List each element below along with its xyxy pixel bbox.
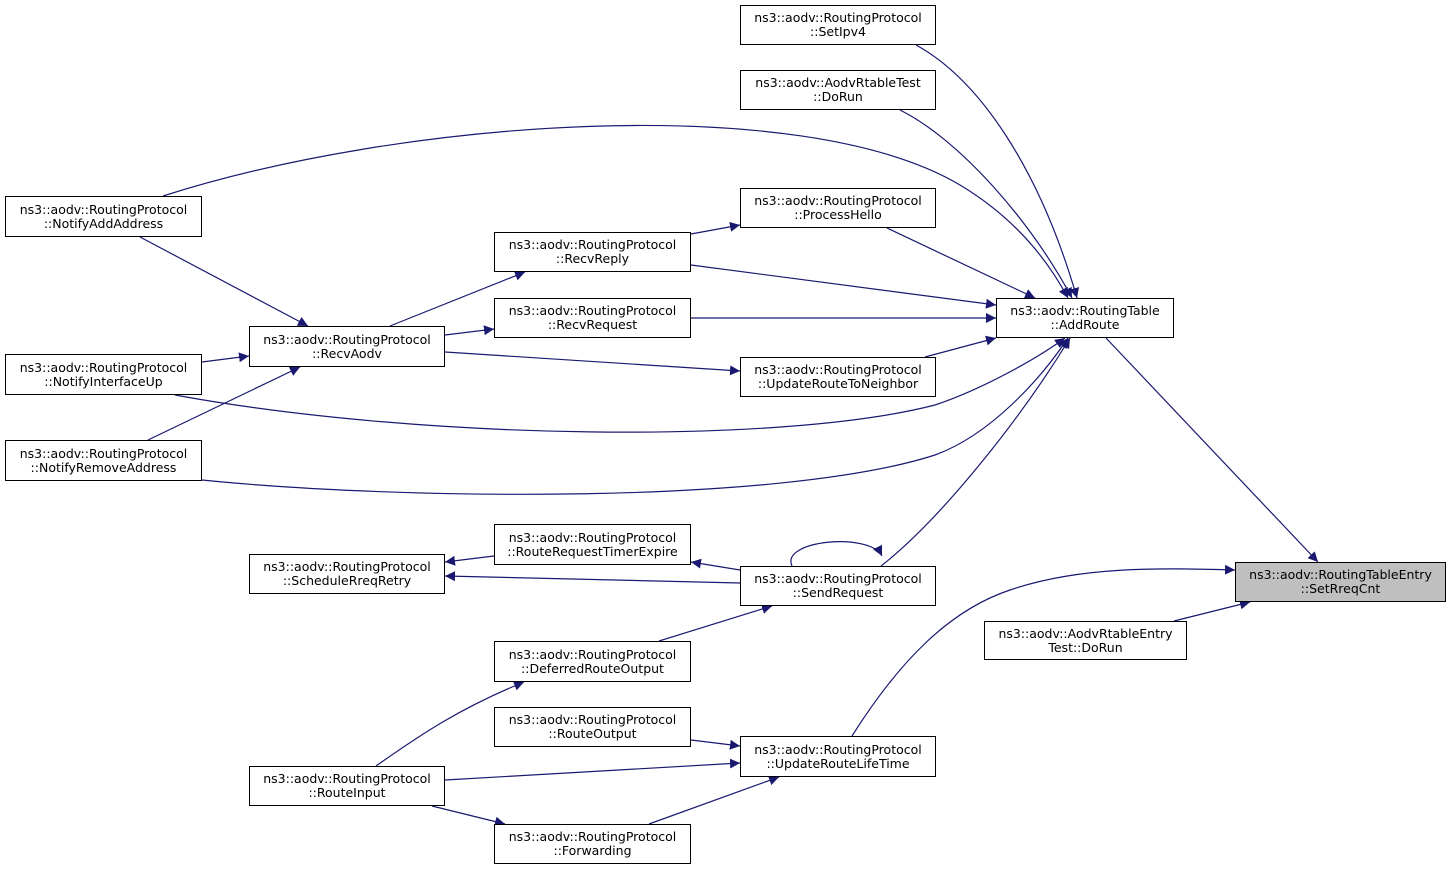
edge-notifyremoveaddress-to-recvaodv [147,366,301,441]
node-line2: ::AddRoute [1050,317,1120,332]
node-rtable-entry-test-dorun[interactable]: ns3::aodv::AodvRtableEntry Test::DoRun [984,621,1187,660]
edge-notifyaddaddress-to-addroute [162,124,1069,299]
node-line2: ::DeferredRouteOutput [521,660,664,676]
node-line1: ns3::aodv::AodvRtableEntry [998,625,1173,641]
edge-updateroutetoneighbor-to-addroute [924,335,997,358]
node-line1: ns3::aodv::RoutingProtocol [508,829,677,844]
node-line1: ns3::aodv::RoutingProtocol [263,559,431,574]
edge-forwarding-to-updateroutelifetime [648,775,780,825]
edge-notifyaddaddress-to-recvaodv [139,236,309,327]
edge-routeinput-to-updateroutelifetime [444,758,741,781]
node-line1: ns3::aodv::RoutingProtocol [263,331,431,347]
node-line1: ns3::aodv::RoutingProtocol [19,359,188,375]
edge-rtableentrytest-to-setrreqcnt [1173,599,1251,622]
node-process-hello[interactable]: ns3::aodv::RoutingProtocol ::ProcessHell… [740,188,936,228]
node-line2: ::NotifyRemoveAddress [30,459,177,475]
node-route-output[interactable]: ns3::aodv::RoutingProtocol ::RouteOutput [494,707,691,747]
edge-notifyinterfaceup-to-recvaodv [201,352,250,363]
node-line2: ::SetRreqCnt [1300,581,1381,596]
node-line2: ::RouteOutput [548,726,637,741]
node-rtable-test-dorun[interactable]: ns3::aodv::AodvRtableTest ::DoRun [740,70,936,110]
node-set-rreq-cnt: ns3::aodv::RoutingTableEntry ::SetRreqCn… [1235,562,1446,602]
node-route-input[interactable]: ns3::aodv::RoutingProtocol ::RouteInput [249,766,445,806]
node-line2: ::DoRun [813,89,863,104]
node-line2: ::UpdateRouteToNeighbor [757,376,919,391]
node-line1: ns3::aodv::RoutingProtocol [508,303,677,318]
edge-recvaodv-to-recvreply [389,271,526,327]
node-line2: ::ProcessHello [794,207,882,222]
node-line2: ::NotifyAddAddress [43,215,164,231]
edge-recvaodv-to-updateroutetoneighbor [444,351,741,376]
node-line2: ::UpdateRouteLifeTime [766,755,910,771]
node-line2: ::Forwarding [553,843,632,858]
edge-routeinput-to-deferredrouteoutput [375,681,525,767]
edge-notifyremoveaddress-to-addroute [201,337,1069,495]
node-line2: ::RecvReply [555,251,630,266]
node-line1: ns3::aodv::RoutingProtocol [508,529,677,545]
edge-addroute-to-setrreqcnt [1105,337,1319,563]
node-line1: ns3::aodv::RoutingProtocol [754,193,922,208]
node-line2: ::RouteRequestTimerExpire [507,543,678,559]
node-line2: ::RecvAodv [312,345,382,361]
edge-deferredrouteoutput-to-sendrequest [658,604,773,642]
node-forwarding[interactable]: ns3::aodv::RoutingProtocol ::Forwarding [494,824,691,864]
node-deferred-route-output[interactable]: ns3::aodv::RoutingProtocol ::DeferredRou… [494,641,691,682]
edge-routerequesttimerexpire-to-schedulerreqretry [444,555,495,566]
node-line1: ns3::aodv::RoutingProtocol [263,771,431,786]
node-notify-remove-address[interactable]: ns3::aodv::RoutingProtocol ::NotifyRemov… [5,440,202,481]
edge-sendrequest-to-schedulerreqretry [444,571,741,584]
edge-sendrequest-to-setrreqcnt [851,564,1236,737]
node-send-request[interactable]: ns3::aodv::RoutingProtocol ::SendRequest [740,566,936,606]
edge-recvaodv-to-recvrequest [444,325,495,336]
edge-sendrequest-self-loop [790,541,883,567]
node-line1: ns3::aodv::AodvRtableTest [755,75,921,90]
edge-rtabletest-to-addroute [899,109,1073,299]
node-line2: Test::DoRun [1048,639,1123,655]
node-line2: ::SetIpv4 [810,24,866,39]
edge-sendrequest-to-addroute [880,337,1071,567]
node-line1: ns3::aodv::RoutingTableEntry [1249,567,1432,582]
node-line1: ns3::aodv::RoutingProtocol [19,201,188,217]
node-route-request-timer-expire[interactable]: ns3::aodv::RoutingProtocol ::RouteReques… [494,524,691,565]
node-update-route-life-time[interactable]: ns3::aodv::RoutingProtocol ::UpdateRoute… [740,736,936,777]
node-add-route[interactable]: ns3::aodv::RoutingTable ::AddRoute [996,298,1174,338]
node-line1: ns3::aodv::RoutingProtocol [508,646,677,662]
node-line1: ns3::aodv::RoutingProtocol [754,362,922,377]
edge-sendrequest-to-routerequesttimerexpire [690,558,741,571]
node-line2: ::NotifyInterfaceUp [44,373,163,389]
edge-routeoutput-to-updateroutelifetime [690,739,741,750]
node-line2: ::RouteInput [308,785,386,800]
edge-setipv4-to-addroute [915,44,1080,299]
node-line2: ::RecvRequest [547,317,638,332]
node-recv-aodv[interactable]: ns3::aodv::RoutingProtocol ::RecvAodv [249,326,445,367]
node-line1: ns3::aodv::RoutingProtocol [508,712,677,727]
node-line1: ns3::aodv::RoutingTable [1010,303,1160,318]
node-line1: ns3::aodv::RoutingProtocol [508,237,677,252]
node-line1: ns3::aodv::RoutingProtocol [754,10,922,25]
node-line2: ::SendRequest [792,585,884,600]
edge-processhello-to-addroute [886,227,1036,299]
node-setipv4[interactable]: ns3::aodv::RoutingProtocol ::SetIpv4 [740,5,936,45]
edge-notifyinterfaceup-to-addroute [174,337,1066,433]
edge-processhello-to-recvreply [690,221,741,235]
edge-recvreply-to-addroute [690,264,997,309]
node-notify-interface-up[interactable]: ns3::aodv::RoutingProtocol ::NotifyInter… [5,354,202,395]
node-line1: ns3::aodv::RoutingProtocol [754,571,922,586]
node-line1: ns3::aodv::RoutingProtocol [754,741,922,757]
node-recv-request[interactable]: ns3::aodv::RoutingProtocol ::RecvRequest [494,298,691,338]
node-notify-add-address[interactable]: ns3::aodv::RoutingProtocol ::NotifyAddAd… [5,196,202,237]
node-line1: ns3::aodv::RoutingProtocol [19,445,188,461]
node-line2: ::ScheduleRreqRetry [282,573,412,588]
node-schedule-rreq-retry[interactable]: ns3::aodv::RoutingProtocol ::ScheduleRre… [249,554,445,594]
edge-routeinput-to-forwarding [431,805,506,827]
node-recv-reply[interactable]: ns3::aodv::RoutingProtocol ::RecvReply [494,232,691,272]
node-update-route-to-neighbor[interactable]: ns3::aodv::RoutingProtocol ::UpdateRoute… [740,357,936,397]
